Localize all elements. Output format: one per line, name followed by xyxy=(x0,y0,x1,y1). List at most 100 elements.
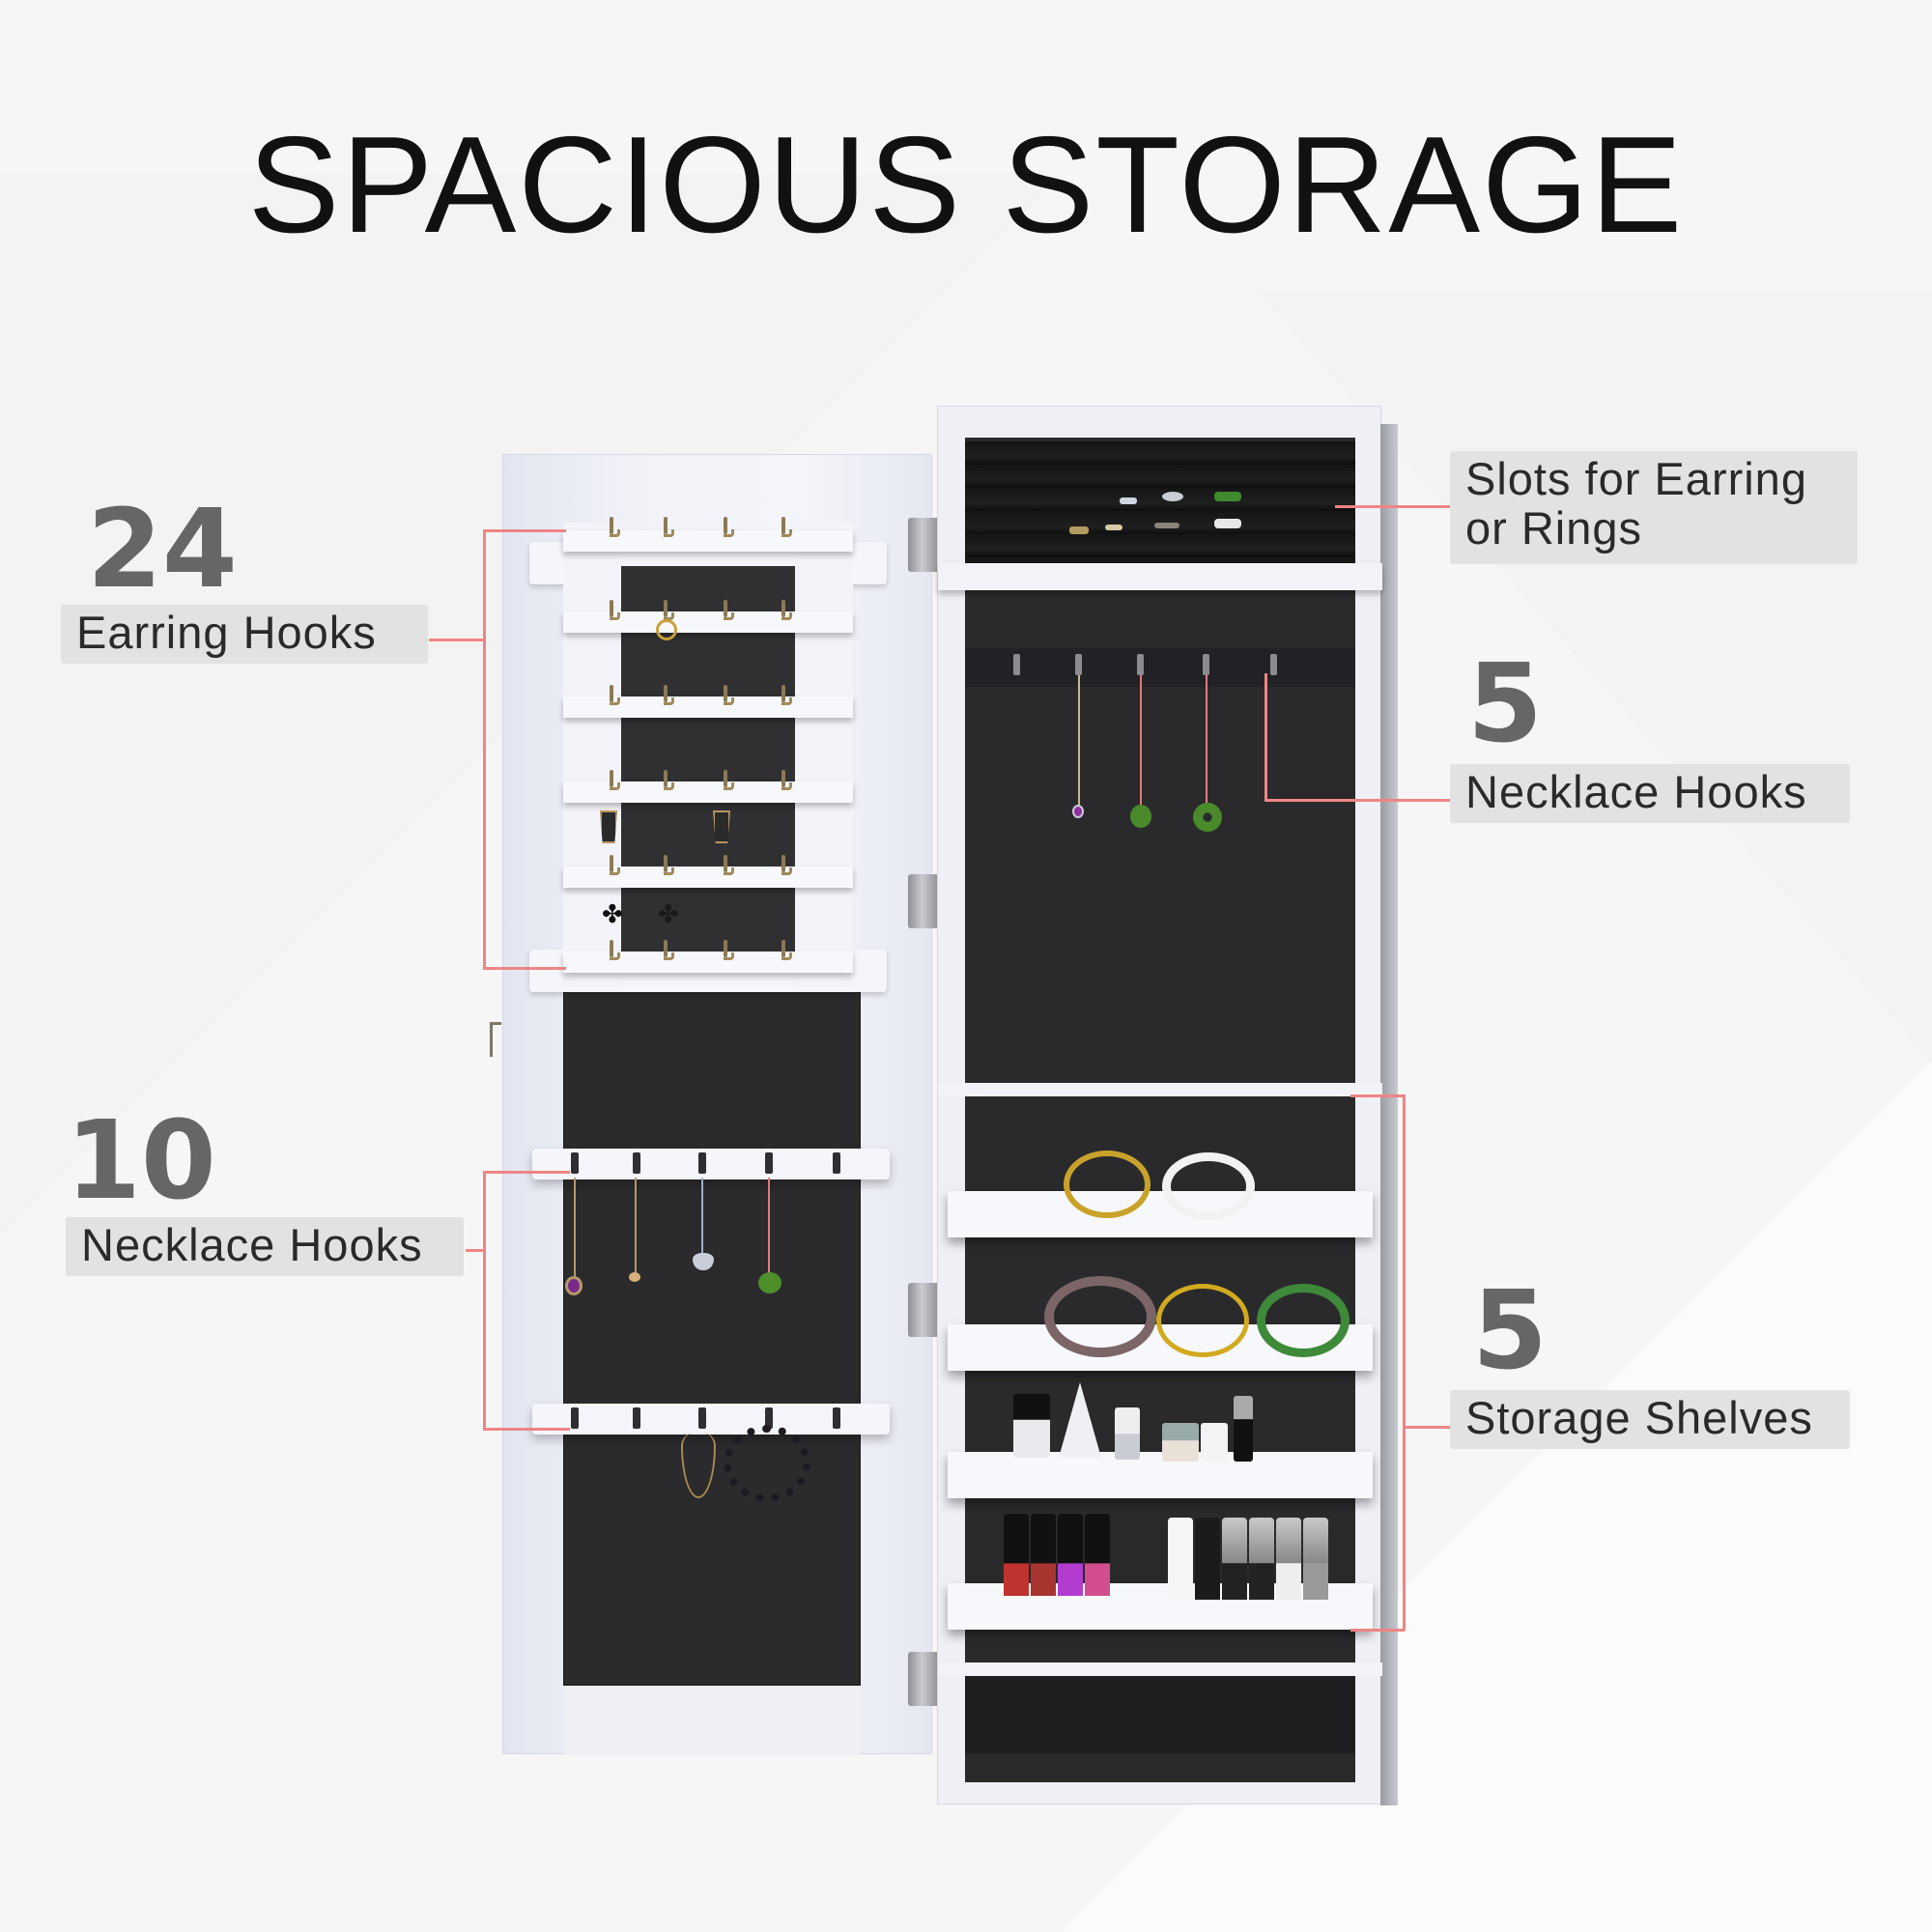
earring-hook-icon xyxy=(724,517,734,537)
lipstick-icon xyxy=(1168,1518,1193,1600)
callout-line xyxy=(1403,1094,1406,1631)
ring-icon xyxy=(1214,519,1241,528)
bottom-compartment xyxy=(965,1676,1355,1753)
earring-hook-icon xyxy=(781,940,792,960)
earring-hook-icon xyxy=(724,940,734,960)
lipstick-icon xyxy=(1276,1518,1301,1600)
ring-slot-tray xyxy=(965,441,1355,567)
door-lock-icon xyxy=(490,1022,501,1057)
necklace-hook-icon xyxy=(833,1152,840,1174)
earring-hook-icon xyxy=(664,770,674,790)
bead-bracelet-icon xyxy=(724,1425,810,1502)
earring-hook-icon xyxy=(610,770,620,790)
jade-pendant-icon xyxy=(1130,805,1151,828)
gold-hoop-earring-icon xyxy=(656,619,677,640)
necklace-hook-icon xyxy=(1270,654,1277,675)
earring-bar xyxy=(563,611,853,633)
cabinet-divider xyxy=(938,1083,1382,1096)
clover-earring-icon: ✤ xyxy=(658,899,679,928)
earring-hook-icon xyxy=(610,940,620,960)
earring-hook-icon xyxy=(664,600,674,620)
callout-line xyxy=(466,1249,485,1252)
callout-line xyxy=(1264,673,1267,801)
necklace-pendant-icon xyxy=(629,1272,640,1282)
callout-line xyxy=(483,529,486,969)
door-necklace-hooks-count: 10 xyxy=(66,1098,216,1224)
necklace-pendant-icon xyxy=(565,1276,582,1295)
callout-line xyxy=(483,1171,486,1430)
bangle-icon xyxy=(1156,1284,1249,1357)
necklace-chain xyxy=(1078,675,1080,810)
ring-tray-shelf xyxy=(938,563,1382,590)
necklace-pendant-icon xyxy=(1072,805,1084,818)
door-bottom-rail xyxy=(563,1686,861,1755)
cabinet-side xyxy=(1380,424,1398,1805)
callout-line xyxy=(1403,1426,1451,1429)
necklace-hook-icon xyxy=(1075,654,1082,675)
ring-icon xyxy=(1162,492,1183,501)
necklace-hook-icon xyxy=(571,1407,579,1429)
earring-bar xyxy=(563,696,853,718)
cabinet-necklace-hooks-label: Necklace Hooks xyxy=(1450,764,1850,823)
earring-hook-icon xyxy=(781,685,792,705)
nail-polish-icon xyxy=(1085,1514,1110,1596)
bangle-icon xyxy=(1257,1284,1350,1357)
bangle-icon xyxy=(1044,1276,1156,1357)
necklace-hook-icon xyxy=(833,1407,840,1429)
necklace-hook-icon xyxy=(698,1407,706,1429)
earring-hook-icon xyxy=(610,517,620,537)
earring-hook-icon xyxy=(781,770,792,790)
necklace-hook-icon xyxy=(633,1152,640,1174)
callout-line xyxy=(483,1428,570,1431)
callout-line xyxy=(1350,1094,1405,1097)
cabinet-body xyxy=(937,406,1398,1805)
earring-hook-icon xyxy=(664,517,674,537)
nail-polish-icon xyxy=(1162,1423,1199,1462)
necklace-hook-icon xyxy=(1203,654,1209,675)
earring-hook-icon xyxy=(724,685,734,705)
ring-icon xyxy=(1069,526,1089,534)
earring-bar xyxy=(563,781,853,803)
necklace-hook-icon xyxy=(571,1152,579,1174)
storage-shelf xyxy=(948,1452,1373,1498)
necklace-hook-icon xyxy=(698,1152,706,1174)
earring-hook-icon xyxy=(724,600,734,620)
callout-line xyxy=(483,1171,570,1174)
necklace-chain xyxy=(768,1178,770,1274)
earring-hook-icon xyxy=(724,770,734,790)
lipstick-icon xyxy=(1195,1518,1220,1600)
drop-earring-icon xyxy=(713,810,730,843)
jade-pendant-icon xyxy=(758,1272,781,1293)
necklace-chain xyxy=(574,1178,576,1279)
necklace-hook-icon xyxy=(765,1407,773,1429)
lipstick-icon xyxy=(1303,1518,1328,1600)
ring-slots-label-line2: or Rings xyxy=(1465,501,1643,554)
clover-earring-icon: ✤ xyxy=(602,899,623,928)
callout-line xyxy=(1350,1629,1405,1632)
cabinet-necklace-bar xyxy=(965,648,1355,687)
ring-slots-label-line1: Slots for Earring xyxy=(1465,453,1807,504)
earring-hook-icon xyxy=(781,600,792,620)
earring-hook-icon xyxy=(781,517,792,537)
ring-icon xyxy=(1120,497,1137,504)
ring-slots-label: Slots for Earring or Rings xyxy=(1450,451,1858,564)
earring-hooks-count: 24 xyxy=(87,487,238,612)
earring-bar xyxy=(563,530,853,552)
necklace-chain xyxy=(1206,675,1208,807)
earring-hook-icon xyxy=(664,855,674,875)
earring-hook-icon xyxy=(610,855,620,875)
nail-polish-icon xyxy=(1004,1514,1029,1596)
bangle-icon xyxy=(1064,1151,1151,1218)
earring-hook-icon xyxy=(610,600,620,620)
rack-window xyxy=(621,566,795,972)
earring-hook-icon xyxy=(664,940,674,960)
necklace-chain xyxy=(635,1178,637,1274)
earring-hook-icon xyxy=(724,855,734,875)
callout-line xyxy=(483,967,566,970)
storage-shelves-count: 5 xyxy=(1472,1268,1548,1394)
mascara-icon xyxy=(1234,1396,1253,1462)
cosmetic-bottle-icon xyxy=(1013,1394,1050,1458)
bangle-icon xyxy=(1162,1152,1255,1220)
earring-hook-icon xyxy=(781,855,792,875)
door-necklace-hooks-label: Necklace Hooks xyxy=(66,1217,464,1276)
